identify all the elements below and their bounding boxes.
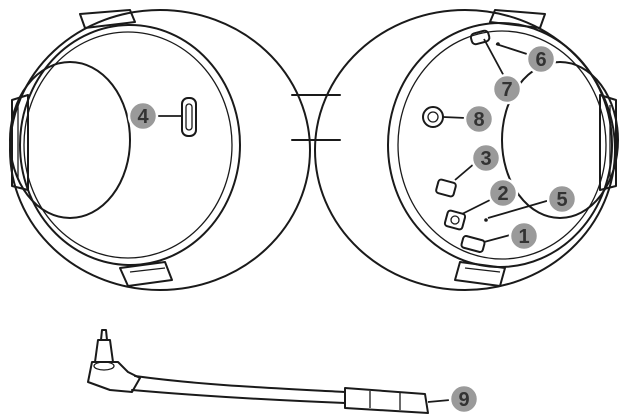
svg-text:8: 8 [473, 109, 484, 131]
callout-3: 3 [472, 144, 500, 172]
volume-dial [461, 235, 485, 252]
svg-text:2: 2 [497, 183, 508, 205]
top-button [470, 30, 490, 45]
left-cushion [10, 10, 310, 290]
mic-capsule [345, 388, 428, 413]
svg-text:5: 5 [556, 189, 567, 211]
status-led [484, 218, 488, 222]
callout-6: 6 [527, 45, 555, 73]
right-ear-cup [315, 10, 618, 290]
svg-text:1: 1 [518, 226, 529, 248]
callout-1: 1 [510, 222, 538, 250]
left-ear-cup [10, 10, 310, 290]
callout-5: 5 [548, 185, 576, 213]
svg-text:4: 4 [137, 106, 149, 128]
callout-7: 7 [493, 75, 521, 103]
detachable-microphone [88, 330, 428, 413]
svg-text:3: 3 [480, 148, 491, 170]
svg-text:9: 9 [458, 389, 469, 411]
svg-text:7: 7 [501, 79, 512, 101]
callout-8: 8 [465, 105, 493, 133]
callout-2: 2 [489, 179, 517, 207]
callout-9: 9 [450, 385, 478, 413]
mic-jack [423, 107, 443, 127]
callout-4: 4 [129, 102, 157, 130]
mute-switch [435, 179, 456, 197]
svg-text:6: 6 [535, 49, 546, 71]
